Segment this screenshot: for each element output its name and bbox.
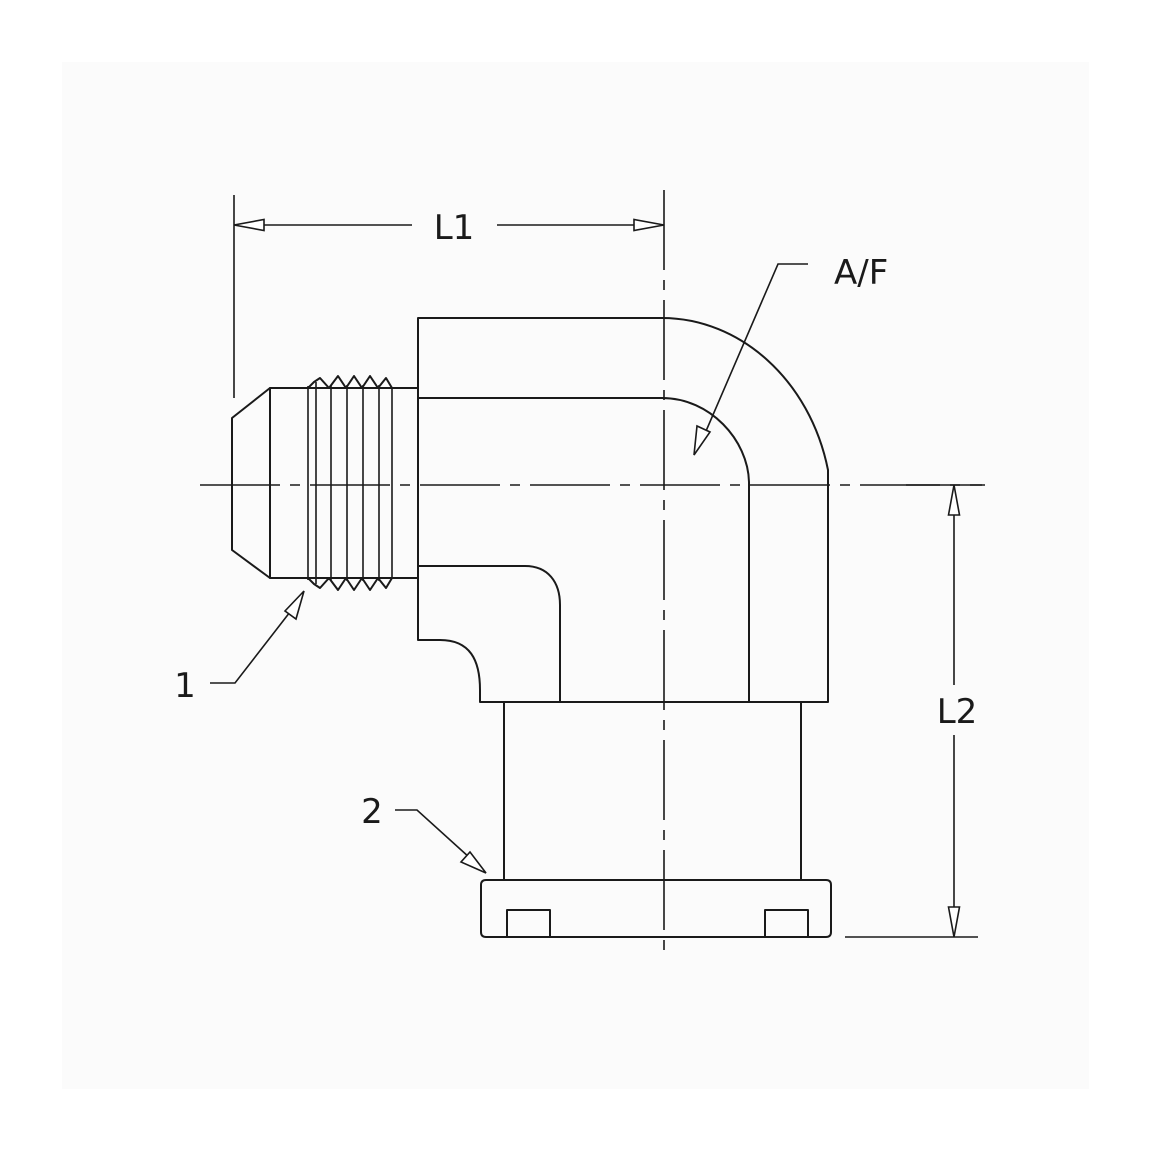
l1-label: L1 [434, 208, 475, 248]
across-flats-leader: A/F [693, 253, 888, 456]
callout-2-arrowhead [459, 850, 487, 874]
callout-1: 1 [174, 590, 305, 706]
centerlines [200, 190, 985, 960]
callout-2-leader [395, 809, 471, 859]
callout-1-label: 1 [174, 666, 196, 706]
nut-outline [480, 879, 832, 938]
af-arrowhead [693, 424, 712, 456]
callout-1-arrowhead [283, 590, 305, 621]
l1-arrow-left [233, 218, 265, 232]
l1-arrow-right [633, 218, 665, 232]
dimension-l2: L2 [845, 484, 982, 938]
l2-label: L2 [937, 692, 978, 732]
drawing-background [62, 62, 1089, 1089]
l2-arrow-top [947, 484, 961, 516]
nut-slot-right [764, 909, 809, 938]
elbow-body [417, 317, 829, 703]
af-leader-line [699, 263, 808, 446]
thread-lines [307, 382, 393, 584]
lower-stem [480, 701, 832, 938]
nut-slot-left [506, 909, 551, 938]
callout-2: 2 [361, 792, 487, 874]
callout-1-leader [210, 611, 291, 684]
callout-2-label: 2 [361, 792, 383, 832]
l2-arrow-bottom [947, 906, 961, 938]
male-flare-end [231, 375, 419, 591]
elbow-inner-bore-top [417, 397, 750, 703]
elbow-outer-outline [417, 317, 829, 703]
af-label: A/F [834, 253, 888, 293]
flare-nose-outline [231, 387, 419, 579]
dimension-l1: L1 [233, 195, 665, 398]
elbow-inner-bore-bottom [417, 565, 561, 703]
